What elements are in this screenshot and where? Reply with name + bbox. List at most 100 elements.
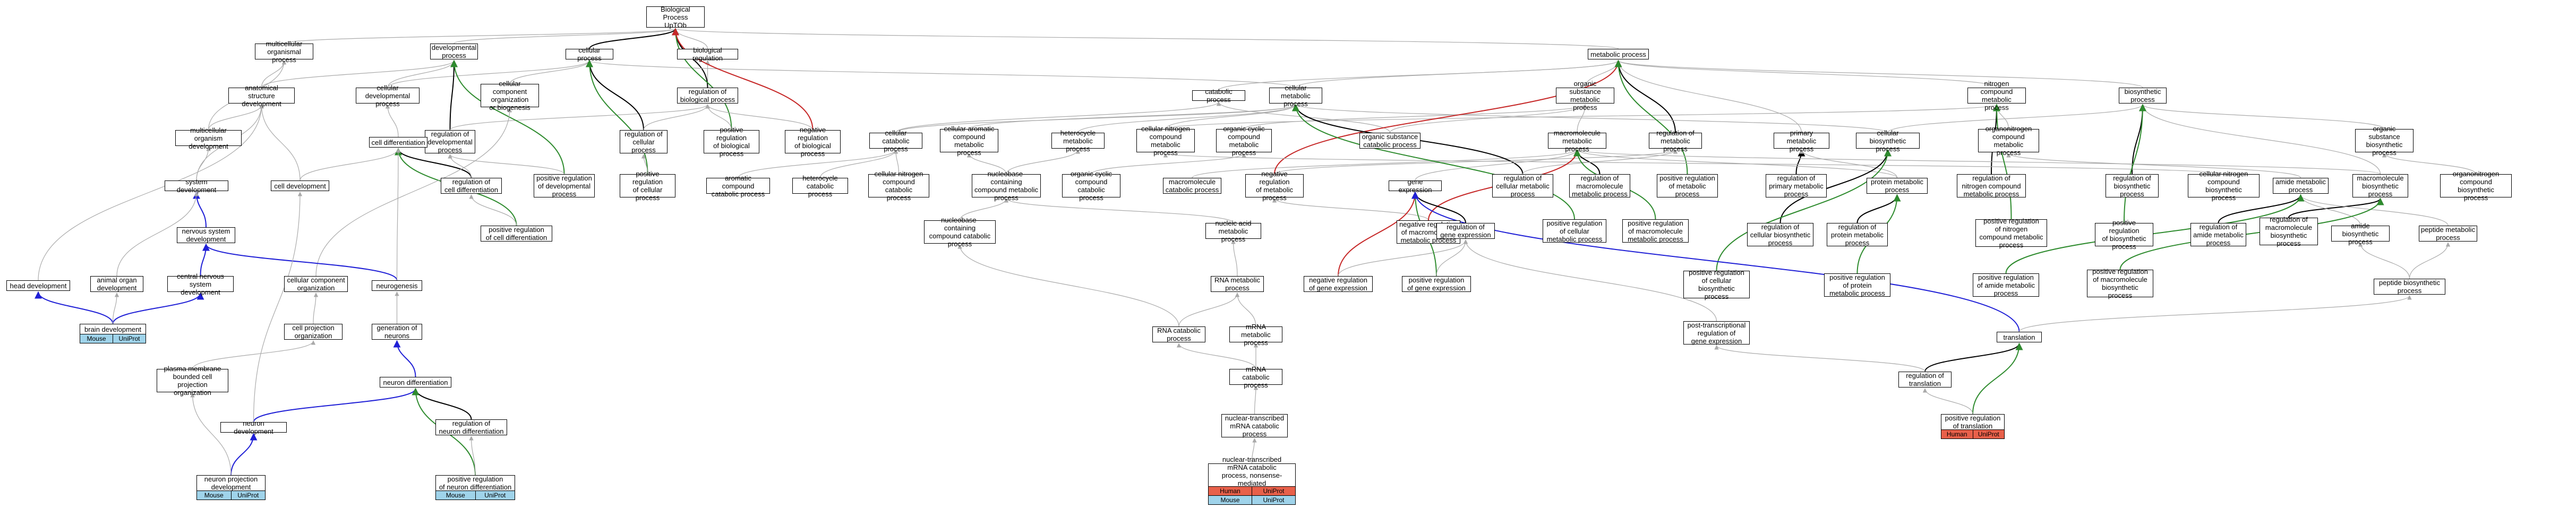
go-term-organic-cyclic-compound-catabolic-process[interactable]: organic cyclic compound catabolic proces… [1062, 170, 1120, 202]
go-term-multicellular-organismal-process[interactable]: multicellular organismal process [255, 40, 313, 64]
go-term-organic-substance-metabolic-process[interactable]: organic substance metabolic process [1556, 80, 1614, 111]
badge-uniprot[interactable]: UniProt [231, 491, 265, 500]
badge-mouse[interactable]: Mouse [80, 334, 113, 343]
go-term-positive-regulation-of-amide-metabolic-process[interactable]: positive regulation of amide metabolic p… [1973, 273, 2039, 297]
go-term-heterocycle-catabolic-process[interactable]: heterocycle catabolic process [792, 174, 848, 198]
go-term-aromatic-compound-catabolic-process[interactable]: aromatic compound catabolic process [706, 174, 770, 198]
go-term-cell-projection-organization[interactable]: cell projection organization [284, 324, 343, 340]
go-term-cellular-developmental-process[interactable]: cellular developmental process [356, 84, 420, 108]
go-term-post-transcriptional-regulation-of-gene-expression[interactable]: post-transcriptional regulation of gene … [1683, 321, 1750, 345]
go-term-regulation-of-cellular-biosynthetic-process[interactable]: regulation of cellular biosynthetic proc… [1747, 223, 1813, 247]
badge-human[interactable]: Human [1209, 487, 1252, 495]
go-term-positive-regulation-of-developmental-process[interactable]: positive regulation of developmental pro… [534, 174, 595, 198]
go-term-regulation-of-primary-metabolic-process[interactable]: regulation of primary metabolic process [1766, 174, 1827, 198]
go-term-regulation-of-neuron-differentiation[interactable]: regulation of neuron differentiation [435, 419, 507, 435]
go-term-positive-regulation-of-cell-differentiation[interactable]: positive regulation of cell differentiat… [481, 226, 552, 242]
go-term-nuclear-transcribed-mrna-catabolic-process[interactable]: nuclear-transcribed mRNA catabolic proce… [1221, 414, 1288, 438]
go-term-organic-cyclic-compound-metabolic-process[interactable]: organic cyclic compound metabolic proces… [1216, 125, 1272, 157]
go-term-nmd[interactable]: nuclear-transcribed mRNA catabolic proce… [1208, 455, 1296, 495]
badge-uniprot[interactable]: UniProt [113, 334, 146, 343]
go-term-nucleobase-containing-compound-catabolic-process[interactable]: nucleobase-containing compound catabolic… [924, 216, 996, 248]
go-term-peptide-biosynthetic-process[interactable]: peptide biosynthetic process [2374, 279, 2445, 295]
go-term-head-development[interactable]: head development [6, 280, 70, 291]
go-term-brain-development[interactable]: brain development [80, 324, 146, 334]
go-term-regulation-of-macromolecule-metabolic-process[interactable]: regulation of macromolecule metabolic pr… [1569, 174, 1630, 198]
go-term-neurogenesis[interactable]: neurogenesis [372, 280, 422, 291]
go-term-positive-regulation-of-metabolic-process[interactable]: positive regulation of metabolic process [1657, 174, 1718, 198]
go-term-regulation-of-amide-metabolic-process[interactable]: regulation of amide metabolic process [2190, 223, 2246, 247]
go-term-metabolic-process[interactable]: metabolic process [1588, 49, 1649, 59]
go-term-central-nervous-system-development[interactable]: central nervous system development [167, 272, 234, 296]
go-term-negative-regulation-of-gene-expression[interactable]: negative regulation of gene expression [1304, 276, 1373, 292]
go-term-negative-regulation-of-metabolic-process[interactable]: negative regulation of metabolic process [1245, 170, 1304, 202]
go-term-cellular-nitrogen-compound-metabolic-process[interactable]: cellular nitrogen compound metabolic pro… [1136, 125, 1195, 157]
go-term-gene-expression[interactable]: gene expression [1389, 178, 1442, 194]
go-term-neuron-projection-development[interactable]: neuron projection development [196, 475, 266, 491]
go-term-positive-regulation-of-biosynthetic-process[interactable]: positive regulation of biosynthetic proc… [2095, 219, 2153, 251]
go-term-organic-substance-catabolic-process[interactable]: organic substance catabolic process [1359, 133, 1420, 149]
go-term-regulation-of-cell-differentiation[interactable]: regulation of cell differentiation [441, 178, 502, 194]
go-term-positive-regulation-of-gene-expression[interactable]: positive regulation of gene expression [1402, 276, 1471, 292]
go-term-regulation-of-protein-metabolic-process[interactable]: regulation of protein metabolic process [1827, 223, 1888, 247]
go-term-cellular-biosynthetic-process[interactable]: cellular biosynthetic process [1856, 129, 1920, 153]
go-term-macromolecule-metabolic-process[interactable]: macromolecule metabolic process [1548, 129, 1606, 153]
go-term-peptide-metabolic-process[interactable]: peptide metabolic process [2419, 226, 2477, 242]
go-term-plasma-membrane-bounded-cell-projection-organization[interactable]: plasma membrane bounded cell projection … [157, 365, 228, 397]
go-term-animal-organ-development[interactable]: animal organ development [90, 276, 143, 292]
go-term-cellular-aromatic-compound-metabolic-process[interactable]: cellular aromatic compound metabolic pro… [940, 125, 998, 157]
go-term-nucleic-acid-metabolic-process[interactable]: nucleic acid metabolic process [1205, 219, 1261, 243]
go-term-positive-regulation-of-biological-process[interactable]: positive regulation of biological proces… [704, 126, 759, 158]
go-term-regulation-of-biosynthetic-process[interactable]: regulation of biosynthetic process [2106, 174, 2159, 198]
go-term-cellular-nitrogen-compound-biosynthetic-process[interactable]: cellular nitrogen compound biosynthetic … [2188, 170, 2260, 202]
go-term-positive-regulation-of-neuron-differentiation[interactable]: positive regulation of neuron differenti… [435, 475, 515, 491]
go-term-primary-metabolic-process[interactable]: primary metabolic process [1774, 129, 1829, 153]
go-term-neuron-differentiation[interactable]: neuron differentiation [380, 377, 451, 388]
go-term-rna-catabolic-process[interactable]: RNA catabolic process [1152, 326, 1205, 342]
go-term-generation-of-neurons[interactable]: generation of neurons [372, 324, 422, 340]
badge-uniprot[interactable]: UniProt [1252, 496, 1295, 504]
go-term-organic-substance-biosynthetic-process[interactable]: organic substance biosynthetic process [2355, 125, 2414, 157]
go-term-biosynthetic-process[interactable]: biosynthetic process [2119, 88, 2167, 104]
go-term-positive-regulation-of-macromolecule-metabolic-process[interactable]: positive regulation of macromolecule met… [1622, 219, 1689, 243]
go-term-positive-regulation-of-translation[interactable]: positive regulation of translation [1941, 414, 2005, 430]
go-term-positive-regulation-of-cellular-metabolic-process[interactable]: positive regulation of cellular metaboli… [1543, 219, 1606, 243]
go-term-neuron-development[interactable]: neuron development [220, 419, 287, 435]
go-term-multicellular-organism-development[interactable]: multicellular organism development [175, 126, 242, 150]
badge-uniprot[interactable]: UniProt [1973, 430, 2004, 438]
badge-mouse[interactable]: Mouse [1209, 496, 1252, 504]
go-term-positive-regulation-of-cellular-biosynthetic-process[interactable]: positive regulation of cellular biosynth… [1683, 269, 1750, 300]
go-term-biological-regulation[interactable]: biological regulation [677, 46, 738, 62]
go-term-cellular-nitrogen-compound-catabolic-process[interactable]: cellular nitrogen compound catabolic pro… [868, 170, 929, 202]
go-term-regulation-of-biological-process[interactable]: regulation of biological process [677, 88, 738, 104]
go-term-regulation-of-translation[interactable]: regulation of translation [1898, 372, 1952, 388]
go-term-regulation-of-gene-expression[interactable]: regulation of gene expression [1436, 223, 1495, 239]
badge-uniprot[interactable]: UniProt [1252, 487, 1295, 495]
go-term-catabolic-process[interactable]: catabolic process [1192, 88, 1245, 104]
go-term-translation[interactable]: translation [1997, 332, 2042, 342]
go-term-system-development[interactable]: system development [165, 178, 228, 194]
go-term-cellular-metabolic-process[interactable]: cellular metabolic process [1269, 84, 1322, 108]
go-term-regulation-of-nitrogen-compound-metabolic-process[interactable]: regulation of nitrogen compound metaboli… [1957, 174, 2026, 198]
go-term-nitrogen-compound-metabolic-process[interactable]: nitrogen compound metabolic process [1967, 80, 2026, 111]
go-term-macromolecule-biosynthetic-process[interactable]: macromolecule biosynthetic process [2352, 174, 2408, 198]
go-term-amide-metabolic-process[interactable]: amide metabolic process [2273, 178, 2329, 194]
go-term-organonitrogen-compound-metabolic-process[interactable]: organonitrogen compound metabolic proces… [1978, 125, 2039, 157]
go-term-positive-regulation-of-macromolecule-biosynthetic-process[interactable]: positive regulation of macromolecule bio… [2087, 268, 2153, 299]
go-term-positive-regulation-of-cellular-process[interactable]: positive regulation of cellular process [620, 170, 675, 202]
go-term-mrna-catabolic-process[interactable]: mRNA catabolic process [1229, 365, 1282, 389]
go-term-cellular-component-organization[interactable]: cellular component organization or bioge… [481, 80, 539, 111]
go-term-cellular-component-organization2[interactable]: cellular component organization [284, 276, 348, 292]
go-term-developmental-process[interactable]: developmental process [430, 44, 478, 59]
go-term-biological-process[interactable]: Biological Process UpTOb [646, 5, 705, 29]
go-term-nervous-system-development[interactable]: nervous system development [177, 227, 235, 243]
go-term-nucleobase-containing-compound-metabolic-process[interactable]: nucleobase-containing compound metabolic… [972, 170, 1041, 202]
go-term-negative-regulation-of-biological-process[interactable]: negative regulation of biological proces… [785, 126, 841, 158]
badge-human[interactable]: Human [1941, 430, 1973, 438]
badge-mouse[interactable]: Mouse [197, 491, 232, 500]
go-term-positive-regulation-of-protein-metabolic-process[interactable]: positive regulation of protein metabolic… [1824, 273, 1890, 297]
go-term-organonitrogen-compound-biosynthetic-process[interactable]: organonitrogen compound biosynthetic pro… [2440, 170, 2512, 202]
go-term-anatomical-structure-development[interactable]: anatomical structure development [228, 84, 295, 108]
go-term-rna-metabolic-process[interactable]: RNA metabolic process [1211, 276, 1264, 292]
go-term-cellular-catabolic-process[interactable]: cellular catabolic process [869, 129, 922, 153]
go-term-cell-development[interactable]: cell development [271, 180, 329, 191]
